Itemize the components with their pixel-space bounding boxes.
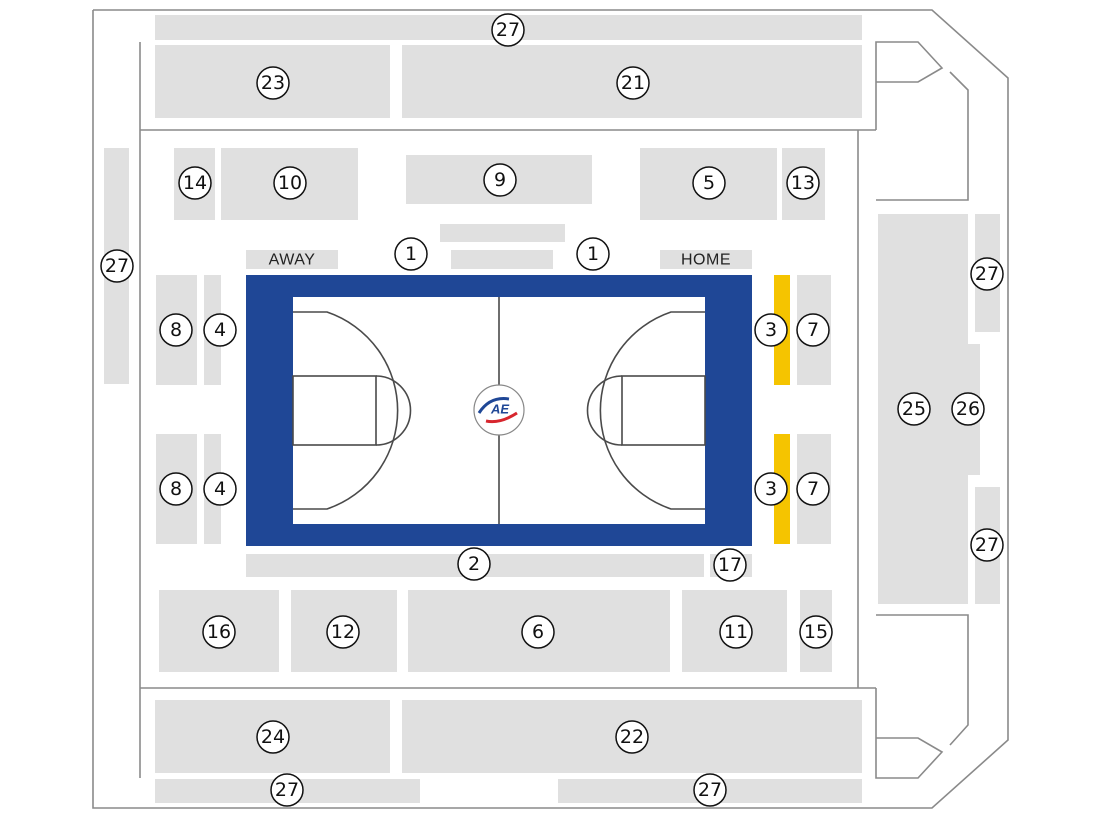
away-bench-label: AWAY [269,252,316,269]
corner-wall-top [876,71,969,201]
label-13[interactable]: 13 [786,166,820,200]
key-left [292,375,377,446]
svg-text:21: 21 [621,72,645,94]
svg-text:8: 8 [170,319,182,341]
svg-text:5: 5 [703,172,715,194]
label-12[interactable]: 12 [326,615,360,649]
label-27-left[interactable]: 27 [100,249,134,283]
label-26[interactable]: 26 [951,392,985,426]
svg-text:3: 3 [765,478,777,500]
label-23[interactable]: 23 [256,66,290,100]
home-bench-label: HOME [681,252,731,269]
label-27-top[interactable]: 27 [491,13,525,47]
label-3-lower[interactable]: 3 [754,472,788,506]
label-15[interactable]: 15 [799,615,833,649]
svg-text:7: 7 [807,319,819,341]
label-3-upper[interactable]: 3 [754,313,788,347]
svg-text:4: 4 [214,319,226,341]
label-27-bottom-right[interactable]: 27 [693,773,727,807]
svg-text:17: 17 [718,554,742,576]
svg-text:7: 7 [807,478,819,500]
label-8-lower[interactable]: 8 [159,472,193,506]
svg-text:8: 8 [170,478,182,500]
league-logo-text: AE [490,402,509,417]
svg-text:27: 27 [496,19,520,41]
label-27-bottom-left[interactable]: 27 [270,773,304,807]
svg-text:27: 27 [975,534,999,556]
label-24[interactable]: 24 [256,720,290,754]
label-8-upper[interactable]: 8 [159,313,193,347]
svg-text:25: 25 [902,398,926,420]
label-27-right-lower[interactable]: 27 [970,528,1004,562]
basketball-court: AE [246,275,752,546]
home-bench-area[interactable] [660,250,752,269]
svg-text:9: 9 [494,169,506,191]
svg-text:4: 4 [214,478,226,500]
label-21[interactable]: 21 [616,66,650,100]
venue-outline [92,9,1009,809]
label-17[interactable]: 17 [713,548,747,582]
svg-text:15: 15 [804,621,828,643]
label-22[interactable]: 22 [615,720,649,754]
label-5[interactable]: 5 [692,166,726,200]
label-14[interactable]: 14 [178,166,212,200]
label-6[interactable]: 6 [521,615,555,649]
svg-text:3: 3 [765,319,777,341]
corner-wall-bottom [876,614,969,746]
corner-structure-bottom [875,688,944,779]
svg-text:16: 16 [207,621,231,643]
svg-text:23: 23 [261,72,285,94]
label-4-upper[interactable]: 4 [203,313,237,347]
svg-text:12: 12 [331,621,355,643]
label-11[interactable]: 11 [719,615,753,649]
label-27-right-upper[interactable]: 27 [970,257,1004,291]
three-point-line-right [599,311,705,510]
label-1-left[interactable]: 1 [394,237,428,271]
league-logo-icon: AE [473,384,525,436]
svg-text:27: 27 [698,779,722,801]
svg-text:27: 27 [105,255,129,277]
label-7-lower[interactable]: 7 [796,472,830,506]
svg-text:27: 27 [975,263,999,285]
corner-structure-top [875,41,944,130]
svg-text:2: 2 [468,553,480,575]
label-1-right[interactable]: 1 [576,237,610,271]
three-point-line-left [293,311,399,510]
svg-text:6: 6 [532,621,544,643]
svg-text:13: 13 [791,172,815,194]
away-bench-area[interactable] [246,250,338,269]
key-right [621,375,706,446]
label-9[interactable]: 9 [483,163,517,197]
label-25[interactable]: 25 [897,392,931,426]
svg-text:11: 11 [724,621,748,643]
label-7-upper[interactable]: 7 [796,313,830,347]
svg-text:1: 1 [587,243,599,265]
label-2[interactable]: 2 [457,547,491,581]
svg-text:27: 27 [275,779,299,801]
free-throw-arc-left [375,375,412,446]
section-1-bar[interactable] [451,250,553,269]
label-4-lower[interactable]: 4 [203,472,237,506]
label-10[interactable]: 10 [273,166,307,200]
label-16[interactable]: 16 [202,615,236,649]
svg-text:24: 24 [261,726,285,748]
svg-text:22: 22 [620,726,644,748]
svg-text:10: 10 [278,172,302,194]
svg-text:26: 26 [956,398,980,420]
svg-text:14: 14 [183,172,207,194]
free-throw-arc-right [586,375,623,446]
section-number-labels: 27 23 21 27 14 10 9 5 13 1 1 8 4 8 4 3 7… [100,13,1004,807]
svg-text:1: 1 [405,243,417,265]
section-1-upper-bar[interactable] [440,224,565,242]
